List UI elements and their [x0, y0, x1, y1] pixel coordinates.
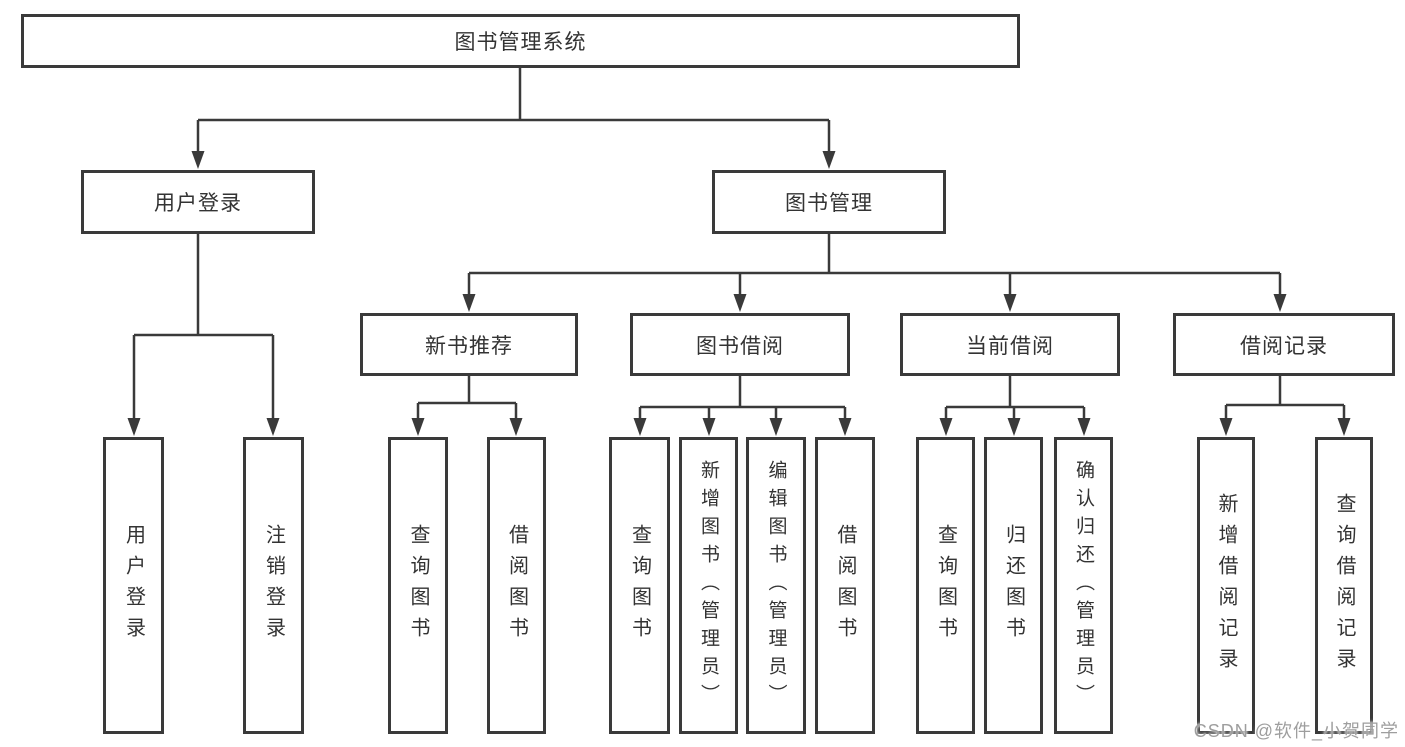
leaf-return-books: 归还图书	[984, 437, 1043, 734]
leaf-label: 注销登录	[262, 523, 285, 648]
leaf-label: 用户登录	[122, 523, 145, 648]
node-current-borrowing: 当前借阅	[900, 313, 1120, 376]
leaf-label: 确认归还（管理员）	[1073, 459, 1094, 712]
node-label: 借阅记录	[1240, 334, 1328, 358]
leaf-query-books-current: 查询图书	[916, 437, 975, 734]
leaf-edit-book-admin: 编辑图书（管理员）	[746, 437, 806, 734]
leaf-label: 查询图书	[407, 523, 429, 648]
node-borrowing-records: 借阅记录	[1173, 313, 1395, 376]
node-user-login: 用户登录	[81, 170, 315, 234]
leaf-label: 借阅图书	[505, 523, 528, 648]
node-root-label: 图书管理系统	[454, 31, 587, 54]
leaf-borrow-books-newbook: 借阅图书	[487, 437, 546, 734]
node-label: 图书管理	[785, 192, 873, 215]
leaf-label: 查询借阅记录	[1333, 492, 1355, 679]
node-label: 图书借阅	[696, 334, 784, 358]
node-root: 图书管理系统	[21, 14, 1020, 68]
watermark: CSDN @软件_小贺同学	[1193, 721, 1399, 741]
node-label: 新书推荐	[425, 334, 513, 358]
leaf-query-books-borrow: 查询图书	[609, 437, 670, 734]
node-label: 用户登录	[154, 192, 242, 215]
leaf-logout: 注销登录	[243, 437, 304, 734]
node-book-borrowing: 图书借阅	[630, 313, 850, 376]
node-new-book-recommendation: 新书推荐	[360, 313, 578, 376]
leaf-label: 编辑图书（管理员）	[765, 459, 787, 712]
leaf-label: 新增借阅记录	[1215, 492, 1237, 679]
leaf-label: 查询图书	[934, 523, 957, 648]
leaf-query-books-newbook: 查询图书	[388, 437, 448, 734]
leaf-label: 新增图书（管理员）	[698, 459, 719, 712]
leaf-user-login: 用户登录	[103, 437, 164, 734]
leaf-add-book-admin: 新增图书（管理员）	[679, 437, 738, 734]
leaf-label: 归还图书	[1002, 523, 1025, 648]
leaf-label: 查询图书	[628, 523, 651, 648]
leaf-query-borrow-record: 查询借阅记录	[1315, 437, 1373, 734]
node-book-management: 图书管理	[712, 170, 946, 234]
leaf-confirm-return-admin: 确认归还（管理员）	[1054, 437, 1113, 734]
leaf-add-borrow-record: 新增借阅记录	[1197, 437, 1255, 734]
leaf-label: 借阅图书	[834, 523, 856, 648]
leaf-borrow-books: 借阅图书	[815, 437, 875, 734]
node-label: 当前借阅	[966, 334, 1054, 358]
